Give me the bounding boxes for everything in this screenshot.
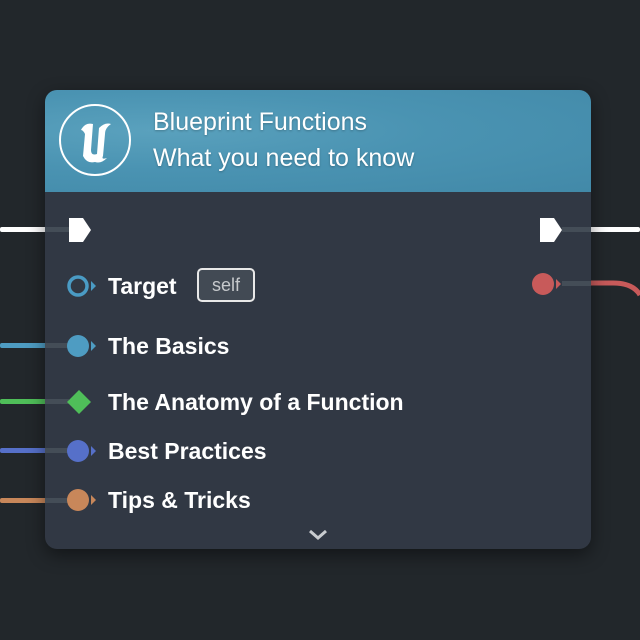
circle-pin-icon[interactable] [67, 439, 99, 463]
pin-row-tips[interactable]: Tips & Tricks [45, 480, 591, 520]
exec-output-stub [562, 227, 591, 232]
unreal-engine-logo-icon [59, 104, 131, 176]
pin-label: The Basics [108, 333, 230, 359]
diamond-pin-icon[interactable] [67, 390, 93, 414]
pin-row-target[interactable]: Target self [45, 266, 591, 306]
target-pin-icon[interactable] [67, 274, 99, 298]
exec-output-pin-icon[interactable] [540, 218, 562, 242]
pin-label: Tips & Tricks [108, 487, 251, 513]
anatomy-wire[interactable] [0, 399, 60, 404]
basics-wire[interactable] [0, 343, 60, 348]
output-object-stub [562, 281, 591, 286]
pin-row-basics[interactable]: The Basics [45, 326, 591, 366]
node-header[interactable]: Blueprint Functions What you need to kno… [45, 90, 591, 192]
best-practices-wire[interactable] [0, 448, 60, 453]
node-subtitle: What you need to know [153, 144, 415, 172]
best-practices-stub [45, 448, 69, 453]
basics-stub [45, 343, 69, 348]
exec-input-stub [45, 227, 69, 232]
anatomy-stub [45, 399, 69, 404]
pin-label: Target [108, 273, 177, 299]
pin-label: The Anatomy of a Function [108, 389, 404, 415]
circle-pin-icon[interactable] [67, 334, 99, 358]
output-red-wire[interactable] [585, 270, 640, 310]
chevron-down-icon[interactable] [307, 528, 329, 542]
exec-output-wire[interactable] [585, 227, 640, 232]
pin-row-best-practices[interactable]: Best Practices [45, 431, 591, 471]
exec-input-pin-icon[interactable] [69, 218, 91, 242]
pin-label: Best Practices [108, 438, 267, 464]
pin-row-anatomy[interactable]: The Anatomy of a Function [45, 382, 591, 422]
tips-stub [45, 498, 69, 503]
tips-wire[interactable] [0, 498, 60, 503]
output-object-pin-icon[interactable] [532, 272, 562, 296]
target-default-value-field[interactable]: self [197, 268, 255, 302]
exec-input-wire[interactable] [0, 227, 60, 232]
node-title: Blueprint Functions [153, 108, 368, 136]
circle-pin-icon[interactable] [67, 488, 99, 512]
blueprint-node[interactable]: Blueprint Functions What you need to kno… [45, 90, 591, 549]
